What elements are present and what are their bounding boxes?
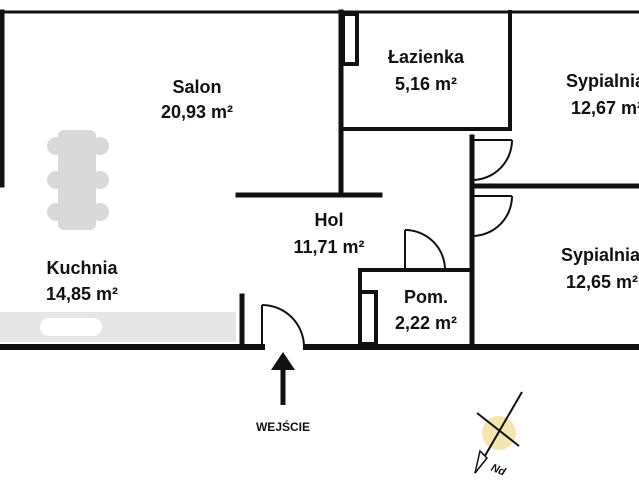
room-name-sypialnia-2: Sypialnia: [561, 245, 639, 265]
compass-label: Nd: [489, 462, 507, 479]
room-area-sypialnia-1: 12,67 m²: [571, 98, 639, 118]
room-area-hol: 11,71 m²: [293, 237, 364, 257]
room-name-pom: Pom.: [404, 287, 448, 307]
entrance-label: WEJŚCIE: [256, 419, 310, 434]
compass-icon: [474, 391, 523, 474]
dining-table: [47, 130, 109, 230]
room-area-pom: 2,22 m²: [395, 313, 457, 333]
room-name-sypialnia-1: Sypialnia: [566, 71, 639, 91]
room-area-salon: 20,93 m²: [161, 102, 233, 122]
kitchen-counter: [0, 312, 236, 342]
doors: [261, 139, 513, 348]
room-name-kuchnia: Kuchnia: [46, 258, 118, 278]
room-area-sypialnia-2: 12,65 m²: [566, 272, 638, 292]
room-area-lazienka: 5,16 m²: [395, 74, 457, 94]
room-area-kuchnia: 14,85 m²: [46, 284, 118, 304]
room-name-salon: Salon: [172, 77, 221, 97]
entrance-arrow-icon: [271, 352, 295, 405]
room-name-hol: Hol: [315, 210, 344, 230]
walls: [0, 9, 639, 350]
room-name-lazienka: Łazienka: [388, 47, 465, 67]
